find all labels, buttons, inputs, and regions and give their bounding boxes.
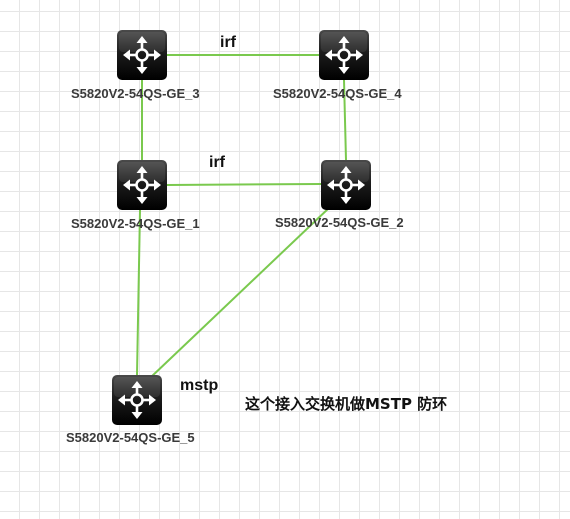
link-label-irf-top: irf bbox=[220, 34, 236, 51]
switch-label-sw5: S5820V2-54QS-GE_5 bbox=[66, 430, 195, 445]
link-sw4-sw2 bbox=[343, 79, 347, 161]
link-sw1-sw5 bbox=[136, 209, 141, 376]
switch-icon-sw5[interactable] bbox=[112, 375, 162, 425]
link-label-irf-middle: irf bbox=[209, 154, 225, 171]
links-layer bbox=[136, 54, 347, 379]
switch-icon-sw1[interactable] bbox=[117, 160, 167, 210]
switch-icon-sw2[interactable] bbox=[321, 160, 371, 210]
switch-label-sw1: S5820V2-54QS-GE_1 bbox=[71, 216, 200, 231]
switch-label-sw3: S5820V2-54QS-GE_3 bbox=[71, 86, 200, 101]
switch-icon-sw4[interactable] bbox=[319, 30, 369, 80]
mstp-note: 这个接入交换机做MSTP 防环 bbox=[245, 395, 448, 413]
switch-icon-sw3[interactable] bbox=[117, 30, 167, 80]
link-sw2-sw5 bbox=[149, 206, 331, 379]
switch-label-sw4: S5820V2-54QS-GE_4 bbox=[273, 86, 402, 101]
link-sw1-sw2 bbox=[166, 183, 322, 186]
mstp-label: mstp bbox=[180, 377, 219, 394]
switch-label-sw2: S5820V2-54QS-GE_2 bbox=[275, 215, 404, 230]
